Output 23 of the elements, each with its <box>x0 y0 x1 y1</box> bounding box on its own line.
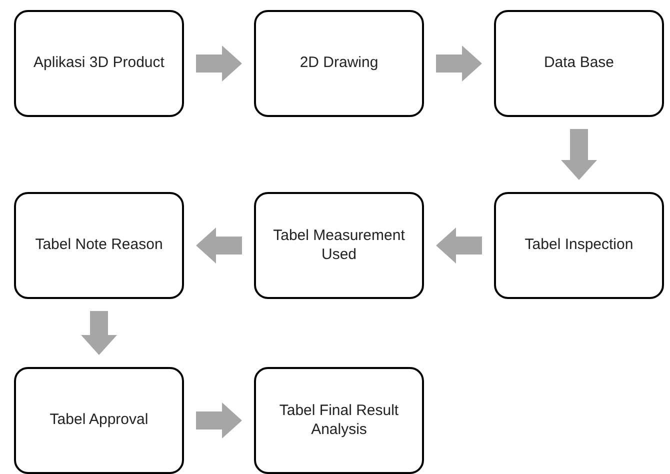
block-arrow <box>81 311 117 355</box>
block-arrow <box>436 228 482 264</box>
process-box <box>14 10 184 117</box>
box-label: Data Base <box>544 54 614 73</box>
process-box <box>494 192 664 299</box>
process-box <box>254 192 424 299</box>
box-label: Tabel Measurement Used <box>272 226 406 264</box>
block-arrow <box>561 129 597 180</box>
box-label: 2D Drawing <box>300 54 378 73</box>
box-label: Tabel Note Reason <box>35 236 163 255</box>
box-label: Tabel Inspection <box>524 236 634 255</box>
process-box <box>494 10 664 117</box>
block-arrow <box>196 228 242 264</box>
process-box <box>14 192 184 299</box>
box-label: Aplikasi 3D Product <box>34 54 164 73</box>
box-label: Tabel Approval <box>50 411 148 430</box>
process-box <box>254 10 424 117</box>
block-arrow <box>436 46 482 82</box>
process-box <box>254 367 424 474</box>
block-arrow <box>196 46 242 82</box>
process-box <box>14 367 184 474</box>
block-arrow <box>196 402 242 438</box>
box-label: Tabel Final Result Analysis <box>278 402 400 440</box>
